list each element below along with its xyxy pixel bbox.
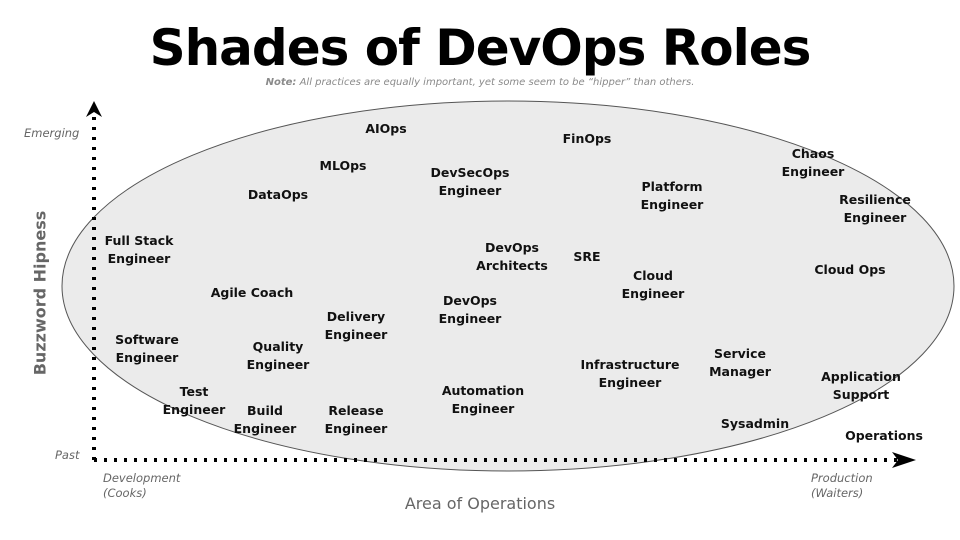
role-chaos-engineer: Chaos Engineer [781,146,845,179]
role-dataops: DataOps [247,187,309,202]
role-build-engineer: Build Engineer [233,403,297,436]
role-full-stack-engineer: Full Stack Engineer [104,233,174,266]
role-delivery-engineer: Delivery Engineer [324,309,388,342]
role-infrastructure-engineer: Infrastructure Engineer [580,357,680,390]
role-quality-engineer: Quality Engineer [246,339,310,372]
role-resilience-engineer: Resilience Engineer [839,192,911,225]
role-application-support: Application Support [821,369,901,402]
role-release-engineer: Release Engineer [324,403,388,436]
x-axis-arrow-icon [892,452,916,468]
roles-ellipse [61,100,955,472]
note: Note: All practices are equally importan… [0,77,960,88]
role-service-manager: Service Manager [709,346,771,379]
role-aiops: AIOps [365,121,407,136]
y-axis-title: Buzzword Hipness [30,210,50,376]
role-platform-engineer: Platform Engineer [640,179,704,212]
y-axis-top-label: Emerging [24,126,80,140]
role-sysadmin: Sysadmin [720,416,790,431]
x-axis-title: Area of Operations [404,494,556,513]
role-mlops: MLOps [319,158,367,173]
note-text: All practices are equally important, yet… [296,77,695,88]
page-title: Shades of DevOps Roles [149,19,812,77]
role-cloud-ops: Cloud Ops [814,262,886,277]
y-axis-arrow-icon [86,101,102,117]
x-axis-right-top-label: Operations [845,428,923,443]
role-test-engineer: Test Engineer [162,384,226,417]
x-axis-left-label: Development (Cooks) [103,471,181,500]
role-software-engineer: Software Engineer [115,332,179,365]
role-devops-architects: DevOps Architects [476,240,548,273]
role-sre: SRE [573,249,601,264]
role-finops: FinOps [562,131,612,146]
role-devops-engineer: DevOps Engineer [438,293,502,326]
x-axis-right-label: Production (Waiters) [811,471,873,500]
y-axis-bottom-label: Past [55,448,80,462]
role-cloud-engineer: Cloud Engineer [621,268,685,301]
note-label: Note: [265,77,297,88]
role-agile-coach: Agile Coach [210,285,294,300]
role-devsecops-engineer: DevSecOps Engineer [430,165,510,198]
role-automation-engineer: Automation Engineer [441,383,525,416]
